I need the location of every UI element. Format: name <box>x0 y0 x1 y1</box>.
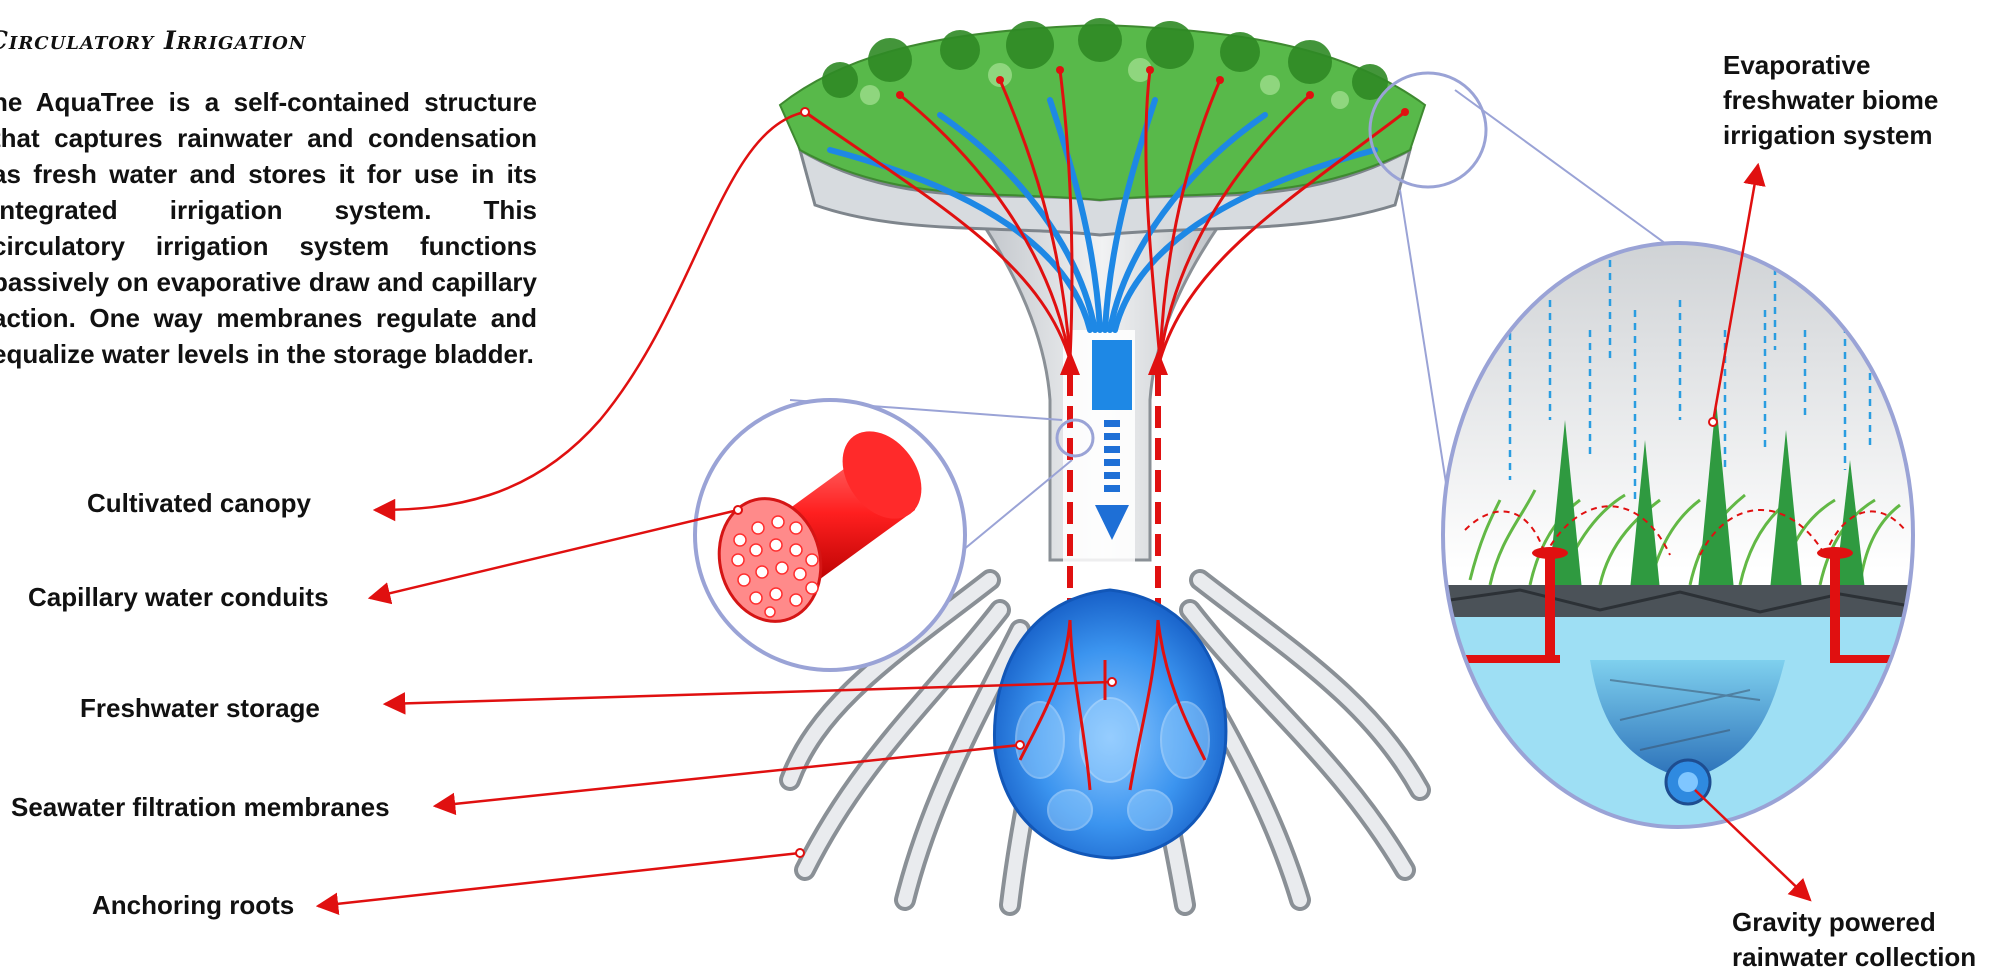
label-freshwater-storage: Freshwater storage <box>80 693 320 724</box>
label-evaporative-irrigation: Evaporative freshwater biome irrigation … <box>1723 48 1963 153</box>
label-cultivated-canopy: Cultivated canopy <box>87 488 311 519</box>
label-capillary-conduits: Capillary water conduits <box>28 582 329 613</box>
biome-magnifier <box>1370 73 1920 840</box>
label-gravity-collection: Gravity powered rainwater collection <box>1732 905 1994 975</box>
storage-bladder <box>994 590 1225 858</box>
label-filtration-membranes: Seawater filtration membranes <box>11 792 390 823</box>
label-anchoring-roots: Anchoring roots <box>92 890 294 921</box>
